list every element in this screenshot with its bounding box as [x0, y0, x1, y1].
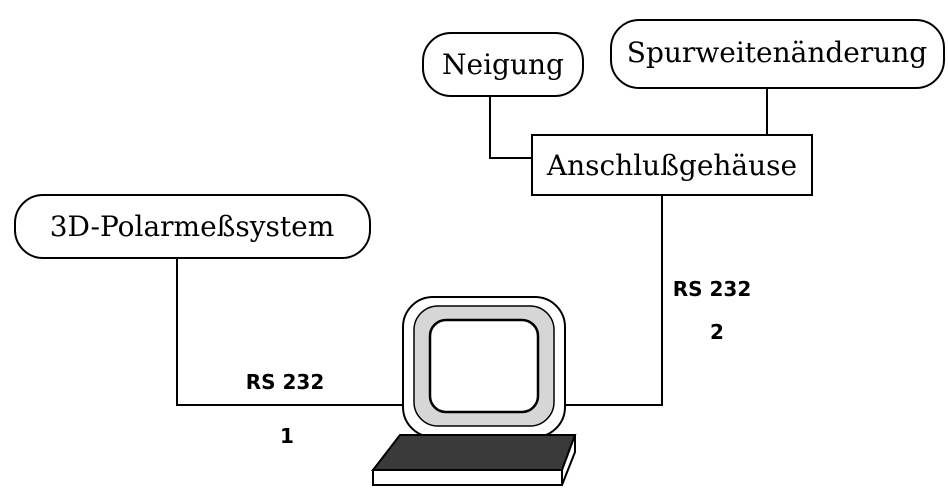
- connectors: [176, 88, 768, 406]
- node-spurweite-label: Spurweitenänderung: [627, 36, 928, 69]
- node-neigung-label: Neigung: [442, 48, 564, 81]
- monitor-screen: [428, 318, 540, 414]
- node-spurweite-shape: [610, 19, 945, 89]
- link-right-number: 2: [710, 320, 724, 344]
- link-left-number: 1: [280, 424, 294, 448]
- link-left-protocol: RS 232: [246, 370, 325, 394]
- node-anschluss: Anschlußgehäuse: [531, 134, 813, 196]
- node-anschluss-label: Anschlußgehäuse: [546, 149, 797, 182]
- node-anschluss-shape: [531, 134, 813, 196]
- wire-anschluss-computer: [563, 195, 663, 406]
- node-spurweite: Spurweitenänderung: [610, 19, 945, 89]
- node-polar-label: 3D-Polarmeßsystem: [50, 210, 335, 243]
- wire-neigung-anschluss: [489, 96, 532, 159]
- node-polar-shape: [14, 194, 371, 259]
- node-polar: 3D-Polarmeßsystem: [14, 194, 371, 259]
- link-right-protocol: RS 232: [673, 277, 752, 301]
- wire-polar-computer: [176, 258, 403, 406]
- node-neigung: Neigung: [422, 32, 584, 97]
- keyboard-icon: [370, 434, 577, 471]
- keyboard-side: [561, 434, 576, 486]
- node-neigung-shape: [422, 32, 584, 97]
- computer-icon: [370, 296, 577, 486]
- keyboard-base: [372, 469, 563, 486]
